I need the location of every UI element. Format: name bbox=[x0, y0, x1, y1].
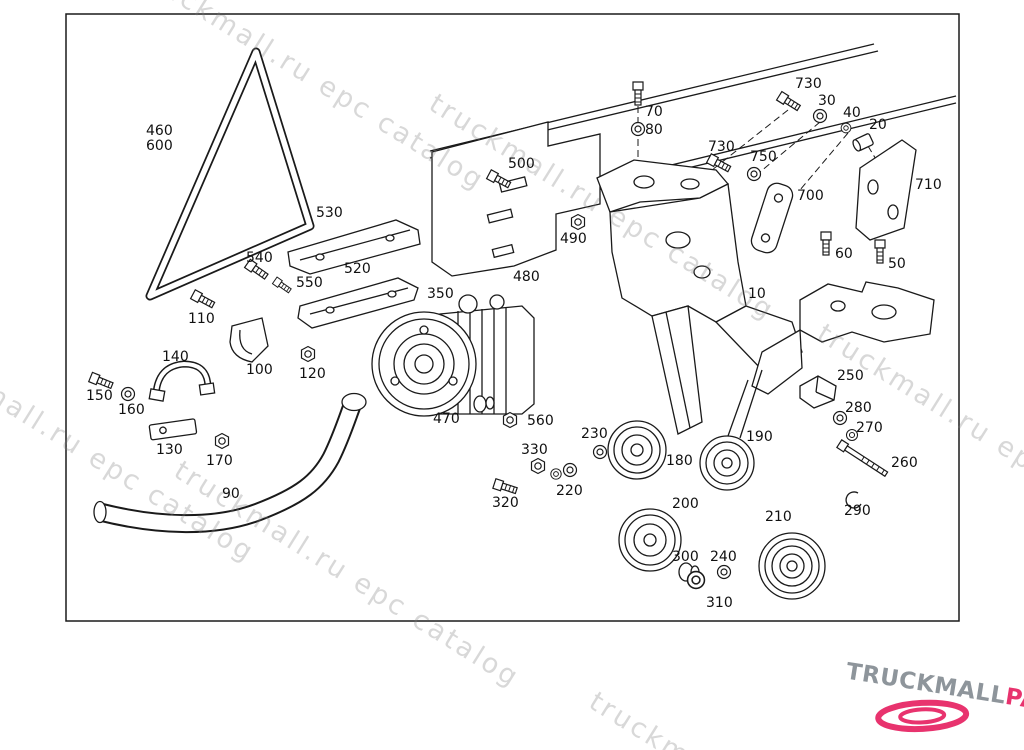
v-belt bbox=[145, 47, 315, 301]
pulley-190 bbox=[699, 435, 755, 491]
spacer-block-250 bbox=[799, 375, 837, 409]
brand-logo: TRUCKMALLPARTS bbox=[837, 655, 1024, 750]
logo-wheel-icon bbox=[875, 699, 970, 733]
mounting-panel bbox=[431, 121, 601, 277]
bracket-520 bbox=[297, 277, 419, 329]
pulley-210 bbox=[758, 532, 826, 600]
clamp-140 bbox=[148, 360, 216, 402]
pulley-200 bbox=[618, 508, 682, 572]
plate-700 bbox=[750, 182, 794, 254]
compressor bbox=[371, 294, 535, 417]
pulley-180 bbox=[607, 420, 667, 480]
plate-130 bbox=[148, 418, 198, 441]
mount-bracket bbox=[727, 281, 935, 439]
bracket-530 bbox=[287, 219, 421, 275]
hardware-fasteners bbox=[88, 81, 890, 590]
coolant-hose bbox=[93, 392, 367, 534]
bracket-710 bbox=[855, 139, 917, 241]
bracket-100 bbox=[229, 317, 269, 363]
